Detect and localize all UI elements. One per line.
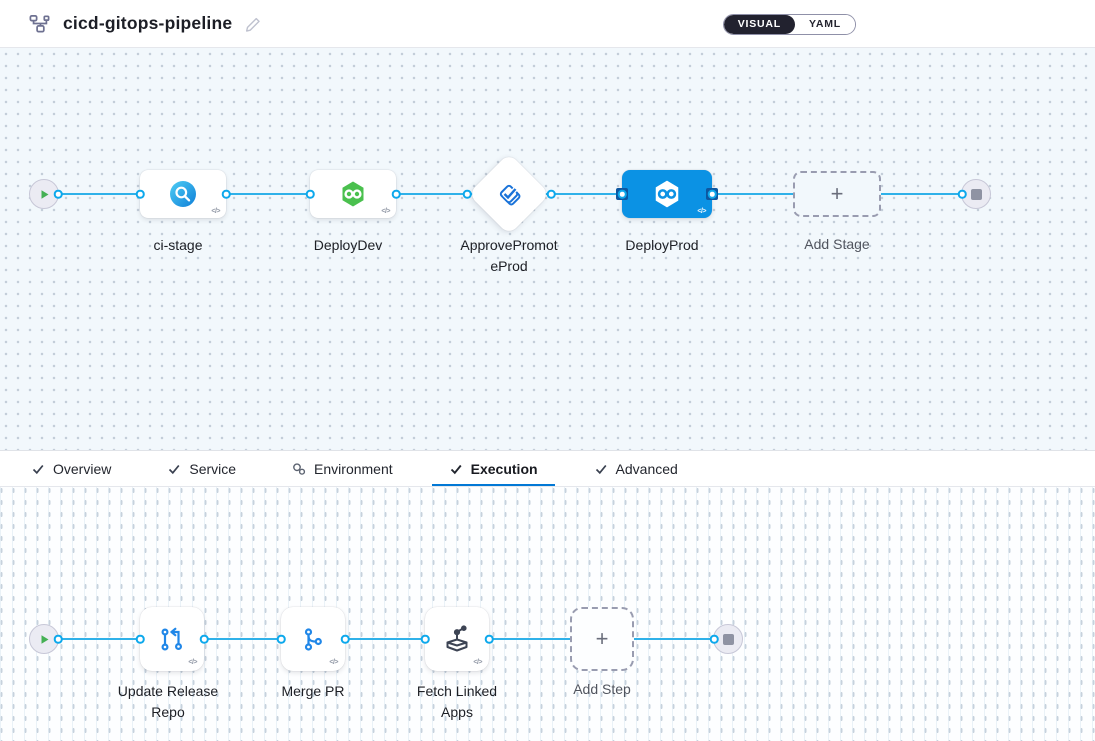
stage-label: ApprovePromoteProd (460, 237, 558, 274)
add-stage-button[interactable]: + (793, 171, 881, 217)
tab-advanced[interactable]: Advanced (577, 451, 695, 486)
connector-port (709, 634, 719, 644)
code-toggle-badge: </> (697, 208, 706, 215)
visual-yaml-toggle: VISUAL YAML (722, 14, 856, 35)
edit-pencil-icon[interactable] (242, 12, 265, 35)
check-icon (449, 462, 463, 476)
step-label: Fetch Linked Apps (416, 683, 498, 720)
execution-steps-canvas: </> </> </> (0, 487, 1095, 741)
code-toggle-badge: </> (381, 208, 390, 215)
stage-flow-line (44, 192, 793, 195)
stop-icon (970, 188, 982, 200)
connector-port (420, 634, 430, 644)
tab-label: Environment (314, 460, 393, 477)
execution-end-node (713, 624, 743, 654)
stage-node-deployprod[interactable]: </> (622, 170, 712, 218)
cd-hexagon-icon (339, 180, 367, 208)
connector-port (484, 634, 494, 644)
stage-config-tabbar: Overview Service Environment Execution A… (0, 450, 1095, 487)
connector-port (135, 189, 145, 199)
cd-hexagon-icon (652, 179, 682, 209)
step-node-fetch-linked-apps[interactable]: </> (425, 607, 489, 671)
yaml-toggle-button[interactable]: YAML (795, 15, 855, 34)
step-flow-line (634, 637, 728, 640)
tab-label: Execution (470, 460, 538, 477)
stage-node-ci-stage[interactable]: </> (140, 170, 226, 218)
play-icon (38, 188, 50, 201)
connector-port (221, 189, 231, 199)
pipeline-graph-icon (28, 12, 51, 35)
check-icon (594, 462, 608, 476)
connector-port (135, 634, 145, 644)
stage-label: DeployDev (313, 237, 383, 253)
pending-circles-icon (292, 462, 306, 476)
connector-port (276, 634, 286, 644)
code-toggle-badge: </> (211, 208, 220, 215)
connector-port (53, 634, 63, 644)
stage-pipeline-canvas: </> </> (0, 48, 1095, 450)
app-header: cicd-gitops-pipeline VISUAL YAML (0, 0, 1095, 48)
add-step-label: Add Step (573, 681, 631, 697)
visual-toggle-button[interactable]: VISUAL (723, 15, 796, 34)
tab-environment[interactable]: Environment (275, 451, 410, 486)
ci-build-stage-icon (169, 180, 197, 208)
code-toggle-badge: </> (329, 659, 338, 666)
stop-icon (722, 633, 734, 645)
play-icon (38, 633, 50, 646)
tab-label: Overview (53, 460, 112, 477)
merge-pr-icon (297, 623, 329, 655)
tab-label: Advanced (615, 460, 678, 477)
code-toggle-badge: </> (473, 659, 482, 666)
step-node-merge-pr[interactable]: </> (281, 607, 345, 671)
tab-service[interactable]: Service (150, 451, 253, 486)
tab-overview[interactable]: Overview (14, 451, 128, 486)
add-step-button[interactable]: + (570, 607, 634, 671)
tab-execution[interactable]: Execution (431, 451, 555, 486)
approval-check-icon (480, 165, 538, 223)
connector-port (957, 189, 967, 199)
page-title: cicd-gitops-pipeline (63, 13, 233, 33)
connector-port (199, 634, 209, 644)
stage-label: DeployProd (625, 237, 699, 253)
stage-node-deploydev[interactable]: </> (310, 170, 396, 218)
check-icon (31, 462, 45, 476)
step-label: Update Release Repo (117, 683, 219, 720)
connector-port (391, 189, 401, 199)
connector-port (546, 189, 556, 199)
plus-icon: + (830, 181, 844, 206)
connector-port (53, 189, 63, 199)
fetch-linked-apps-icon (441, 623, 473, 655)
connector-port (462, 189, 472, 199)
add-stage-label: Add Stage (804, 236, 870, 252)
connector-port (340, 634, 350, 644)
stage-flow-line (881, 192, 966, 195)
step-label: Merge PR (281, 683, 345, 699)
connector-port (305, 189, 315, 199)
step-node-update-release-repo[interactable]: </> (140, 607, 204, 671)
tab-label: Service (189, 460, 237, 477)
plus-icon: + (595, 626, 609, 651)
code-toggle-badge: </> (188, 659, 197, 666)
stage-label: ci-stage (153, 237, 203, 253)
update-release-repo-icon (156, 623, 188, 655)
stage-node-approvepromoteprod[interactable] (467, 152, 551, 236)
check-icon (167, 462, 181, 476)
connector-port (707, 189, 717, 199)
connector-port (617, 189, 627, 199)
